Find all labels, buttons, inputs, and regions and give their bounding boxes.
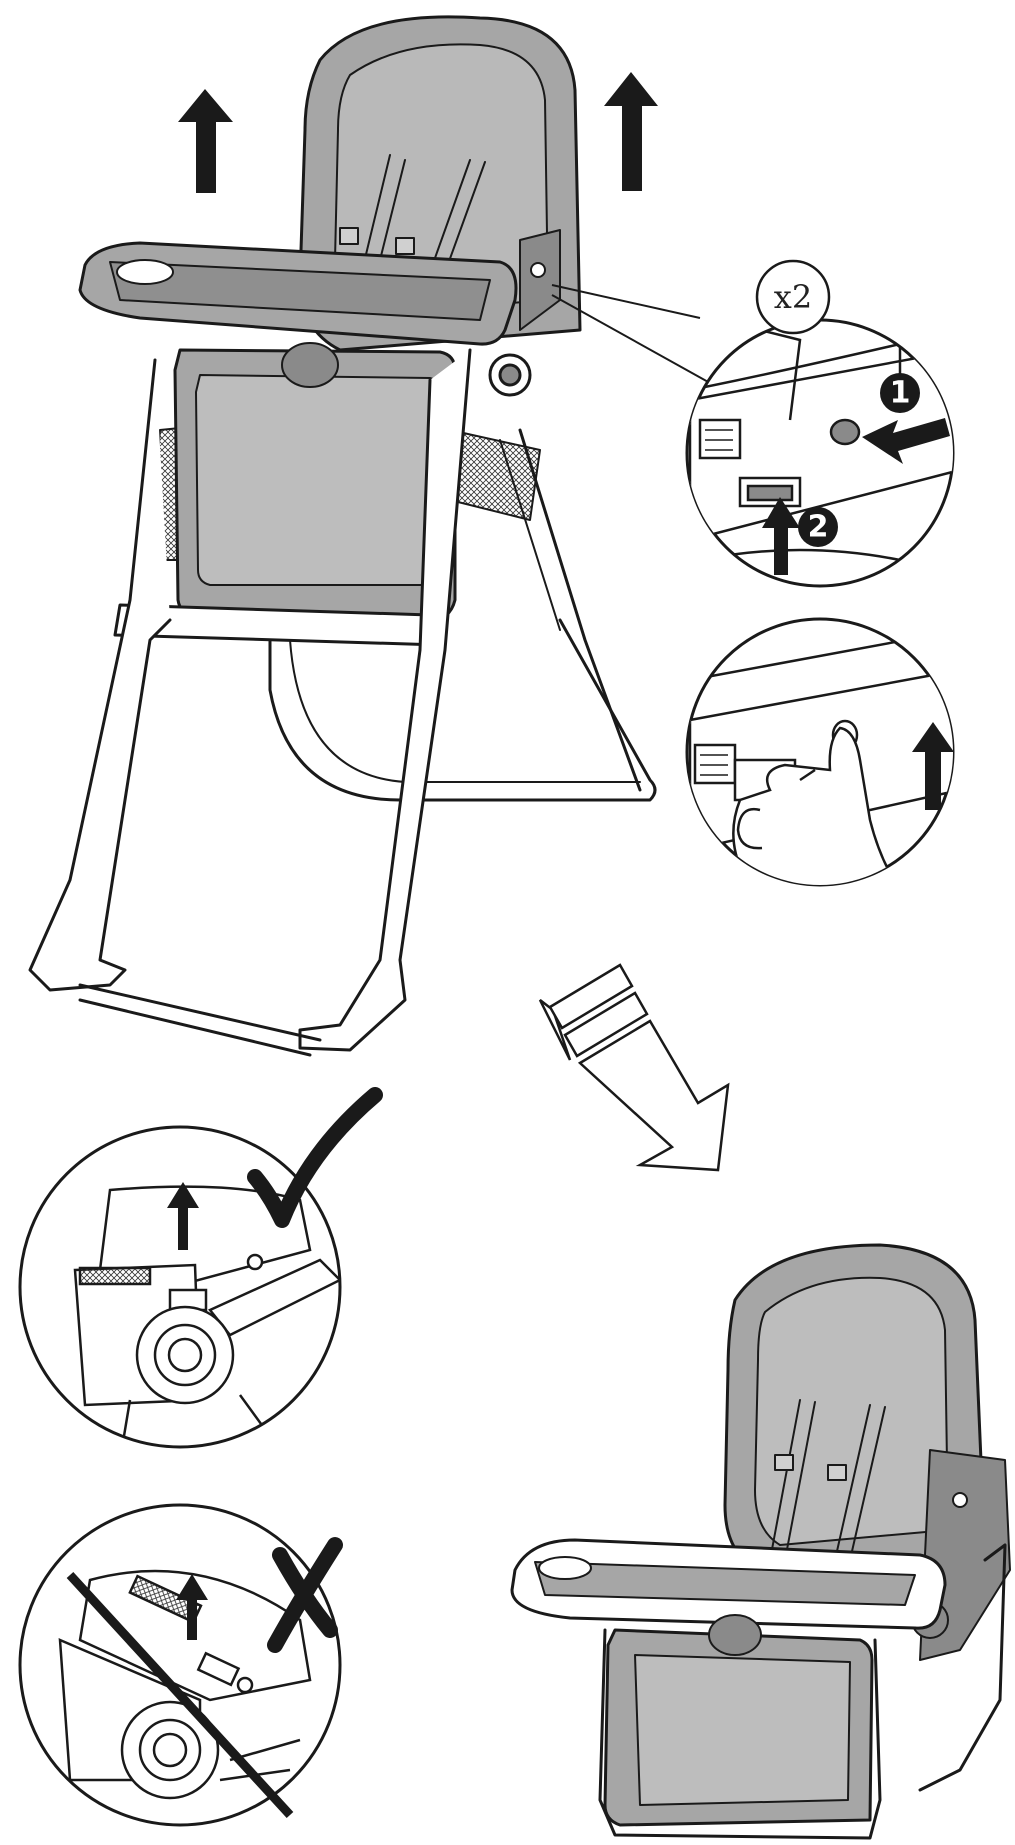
high-chair-lowered [510, 1243, 1011, 1840]
transition-arrow-icon [538, 963, 730, 1172]
step-1-badge: 1 [880, 373, 920, 413]
svg-text:1: 1 [890, 376, 911, 411]
check-mark-icon [247, 1087, 383, 1228]
svg-text:2: 2 [808, 510, 829, 545]
detail-hand-lifting [685, 617, 955, 887]
high-chair-extended [28, 15, 657, 1057]
cross-mark-icon [267, 1537, 343, 1653]
zoom-lines [551, 284, 711, 384]
correct-example [18, 1087, 383, 1449]
up-arrow-icon [178, 89, 233, 193]
quantity-callout: x2 [755, 259, 831, 335]
detail-release-mechanism: 1 2 x2 [685, 259, 955, 588]
up-arrow-icon [604, 72, 658, 191]
step-2-badge: 2 [798, 507, 838, 547]
incorrect-example [18, 1503, 343, 1827]
svg-text:x2: x2 [774, 278, 812, 316]
